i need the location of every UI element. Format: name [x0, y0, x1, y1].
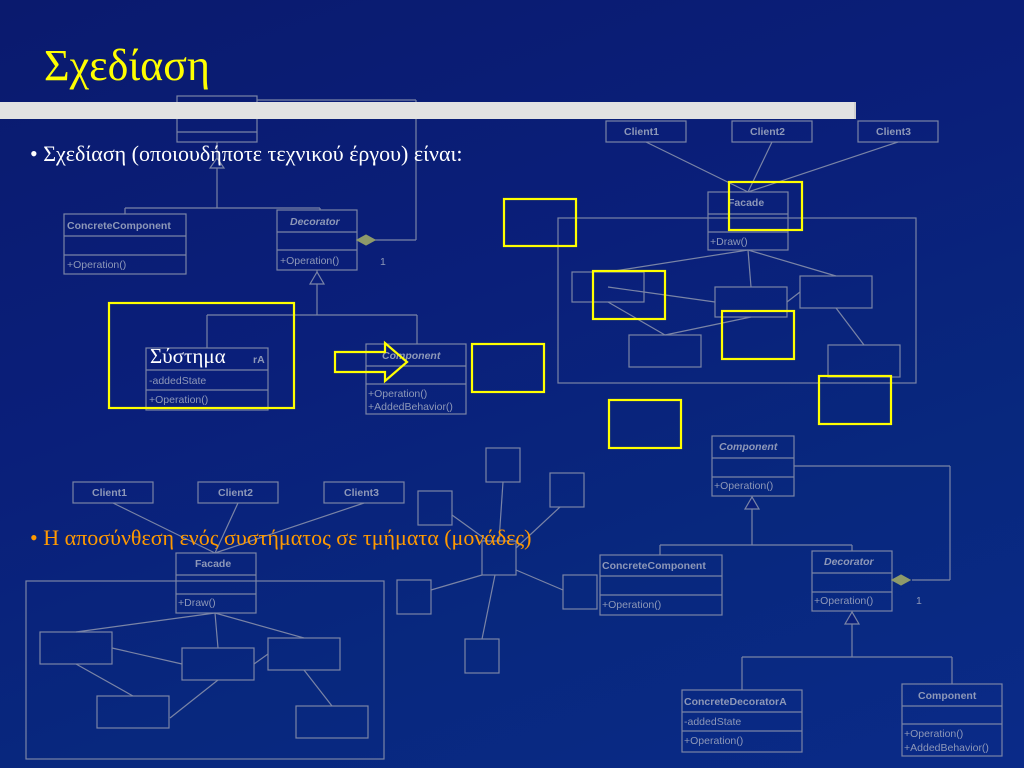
uml-label: Client1 — [624, 126, 659, 138]
highlight-modules — [107, 180, 893, 450]
uml-label: +Draw() — [178, 597, 216, 609]
uml-label: +Operation() — [714, 480, 773, 492]
uml-facade-bottom-text: Client1 Client2 Client3 Facade +Draw() — [92, 487, 379, 609]
module-box — [470, 342, 546, 394]
uml-label: Facade — [728, 197, 764, 209]
uml-label: Component — [382, 350, 441, 362]
uml-label: +Draw() — [710, 236, 748, 248]
uml-facade-top — [557, 120, 939, 384]
module-box — [607, 398, 683, 450]
uml-label: ConcreteComponent — [67, 220, 171, 232]
uml-label: 1 — [380, 256, 386, 268]
uml-label: Decorator — [290, 216, 341, 228]
uml-label: ConcreteComponent — [602, 560, 706, 572]
uml-label: +Operation() — [368, 388, 427, 400]
uml-star-topology — [396, 447, 598, 674]
uml-label: -addedState — [149, 375, 206, 387]
system-box — [107, 301, 296, 410]
uml-label: Component — [918, 690, 977, 702]
uml-label: +Operation() — [814, 595, 873, 607]
uml-label: Client2 — [750, 126, 785, 138]
module-box — [817, 374, 893, 426]
module-box — [502, 197, 578, 248]
bullet-decomposition: • Η αποσύνθεση ενός συστήματος σε τμήματ… — [30, 525, 532, 550]
uml-label: 1 — [916, 595, 922, 607]
uml-label: Client1 — [92, 487, 127, 499]
uml-label: +Operation() — [67, 259, 126, 271]
uml-label: +Operation() — [904, 728, 963, 740]
module-box — [591, 269, 667, 321]
uml-label: +Operation() — [280, 255, 339, 267]
title-underline-bar — [0, 102, 856, 119]
uml-label: rA — [253, 354, 265, 366]
uml-label: ConcreteDecoratorA — [684, 696, 787, 708]
uml-label: +Operation() — [149, 394, 208, 406]
uml-label: +Operation() — [602, 599, 661, 611]
uml-decorator-top — [63, 95, 467, 415]
uml-decorator-bottom-text: Component +Operation() ConcreteComponent… — [602, 441, 989, 754]
uml-label: Client2 — [218, 487, 253, 499]
uml-label: +AddedBehavior() — [904, 742, 989, 754]
uml-label: Client3 — [344, 487, 379, 499]
uml-label: Decorator — [824, 556, 875, 568]
uml-label: Component — [719, 441, 778, 453]
uml-facade-top-text: Client1 Client2 Client3 Facade +Draw() — [624, 126, 911, 248]
uml-decorator-bottom — [599, 435, 1003, 757]
uml-label: +AddedBehavior() — [368, 401, 453, 413]
uml-label: -addedState — [684, 716, 741, 728]
bullet-design-definition: • Σχεδίαση (οποιουδήποτε τεχνικού έργου)… — [30, 141, 463, 166]
uml-label: Client3 — [876, 126, 911, 138]
uml-label: Facade — [195, 558, 231, 570]
slide-title: Σχεδίαση — [44, 41, 210, 90]
arrow-icon — [333, 340, 409, 384]
uml-label: +Operation() — [684, 735, 743, 747]
module-box — [720, 309, 796, 361]
system-label: Σύστημα — [150, 344, 226, 368]
module-box — [727, 180, 804, 232]
uml-facade-bottom — [25, 481, 405, 760]
